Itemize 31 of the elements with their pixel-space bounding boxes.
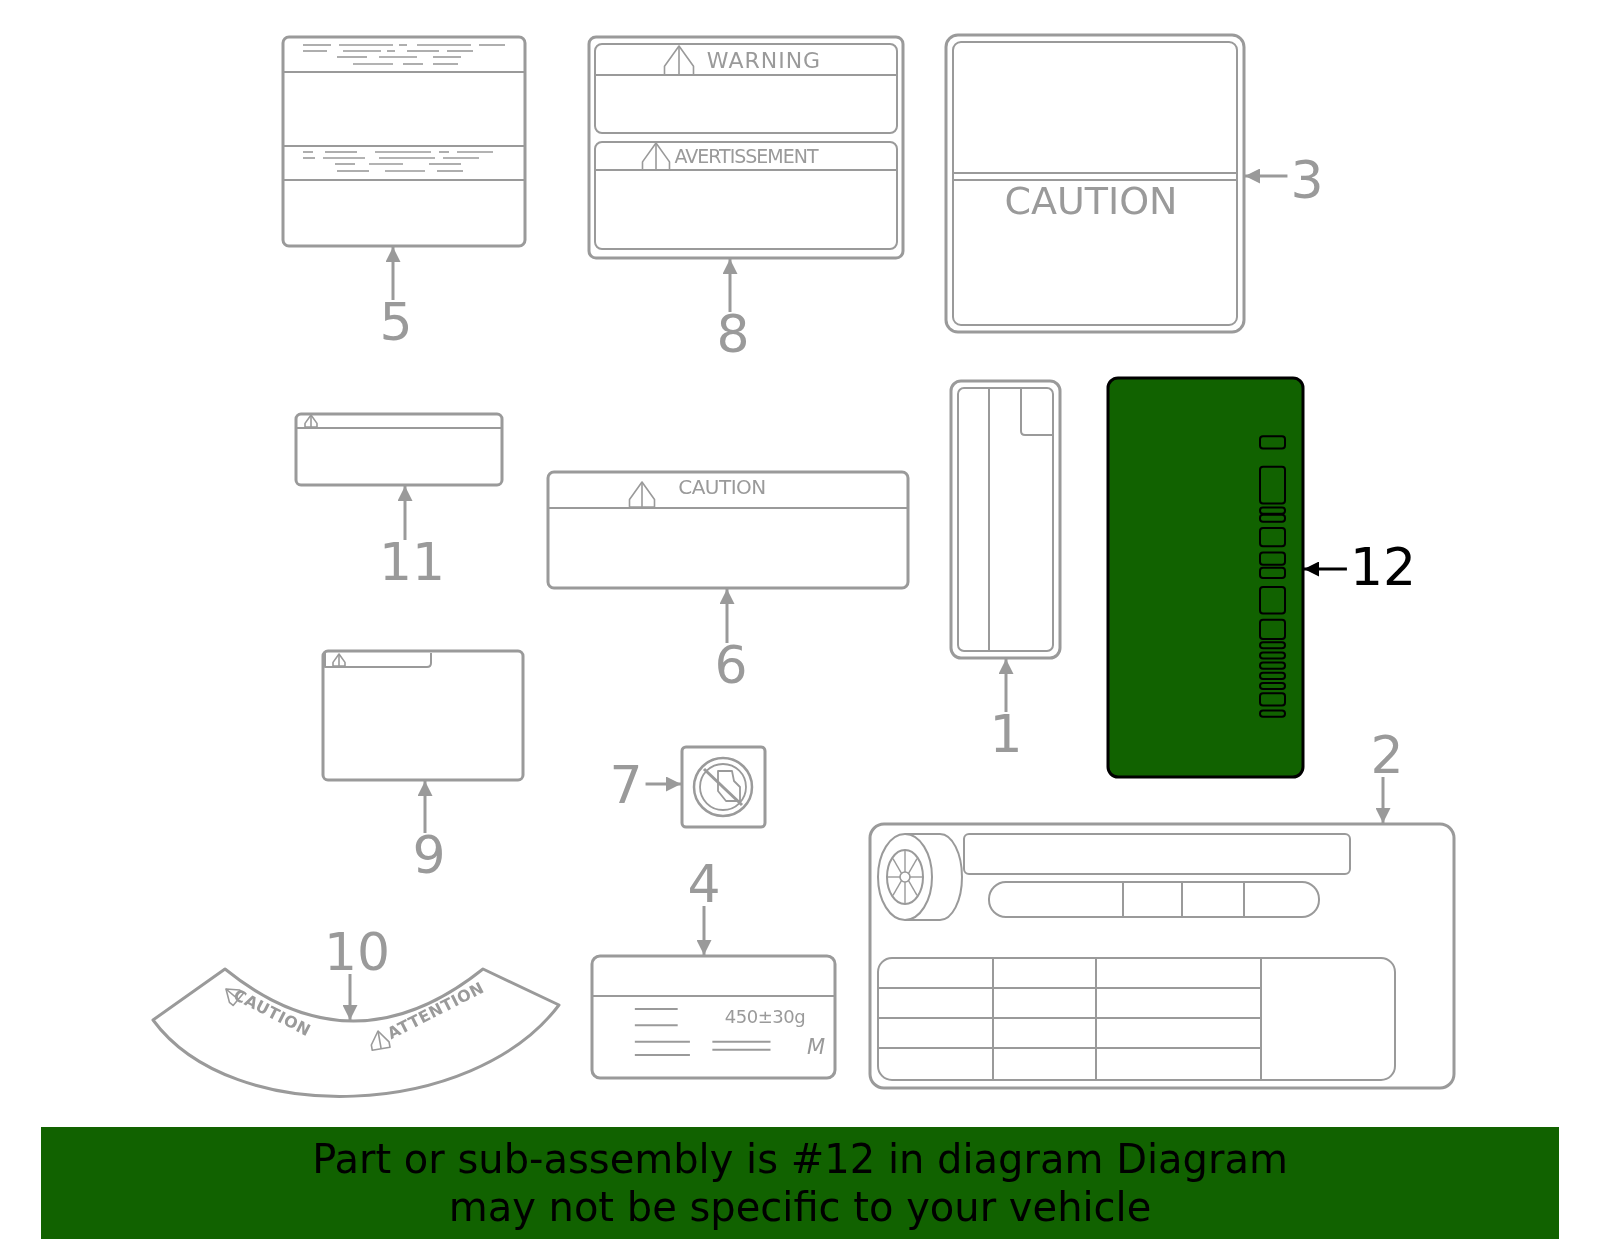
callout-number: 5 <box>379 296 413 348</box>
leader-line <box>417 781 433 833</box>
label-mark: M <box>806 1036 826 1058</box>
callout-number: 8 <box>716 308 750 360</box>
callout-number: 9 <box>412 829 446 881</box>
callout-number: 3 <box>1290 154 1324 206</box>
callout-number: 10 <box>323 926 391 978</box>
label-heading: CAUTION <box>1004 182 1178 220</box>
leader-line <box>1245 168 1288 184</box>
leader-line <box>397 486 413 540</box>
leader-line <box>722 259 738 312</box>
caption-text: Part or sub-assembly is #12 in diagram Diagram may not be specific to your vehicle <box>311 1135 1289 1231</box>
callout-number: 7 <box>609 759 643 811</box>
leader-line <box>1304 561 1347 577</box>
leader-line <box>696 906 712 955</box>
callout-number: 1 <box>989 708 1023 760</box>
leader-line <box>342 974 358 1020</box>
weight-text: 450±30g <box>724 1008 806 1026</box>
leader-line <box>719 589 735 643</box>
label-heading: WARNING <box>706 50 822 72</box>
callout-number: 12 <box>1349 541 1417 593</box>
callout-number: 11 <box>378 536 446 588</box>
leader-line <box>1375 777 1391 823</box>
callout-number: 4 <box>687 858 721 910</box>
leader-line <box>998 659 1014 712</box>
leader-line <box>645 776 681 792</box>
label-heading: AVERTISSEMENT <box>674 146 818 166</box>
label-heading: CAUTION <box>678 477 766 497</box>
callout-number: 2 <box>1370 729 1404 781</box>
leader-line <box>385 247 401 300</box>
callout-number: 6 <box>714 639 748 691</box>
